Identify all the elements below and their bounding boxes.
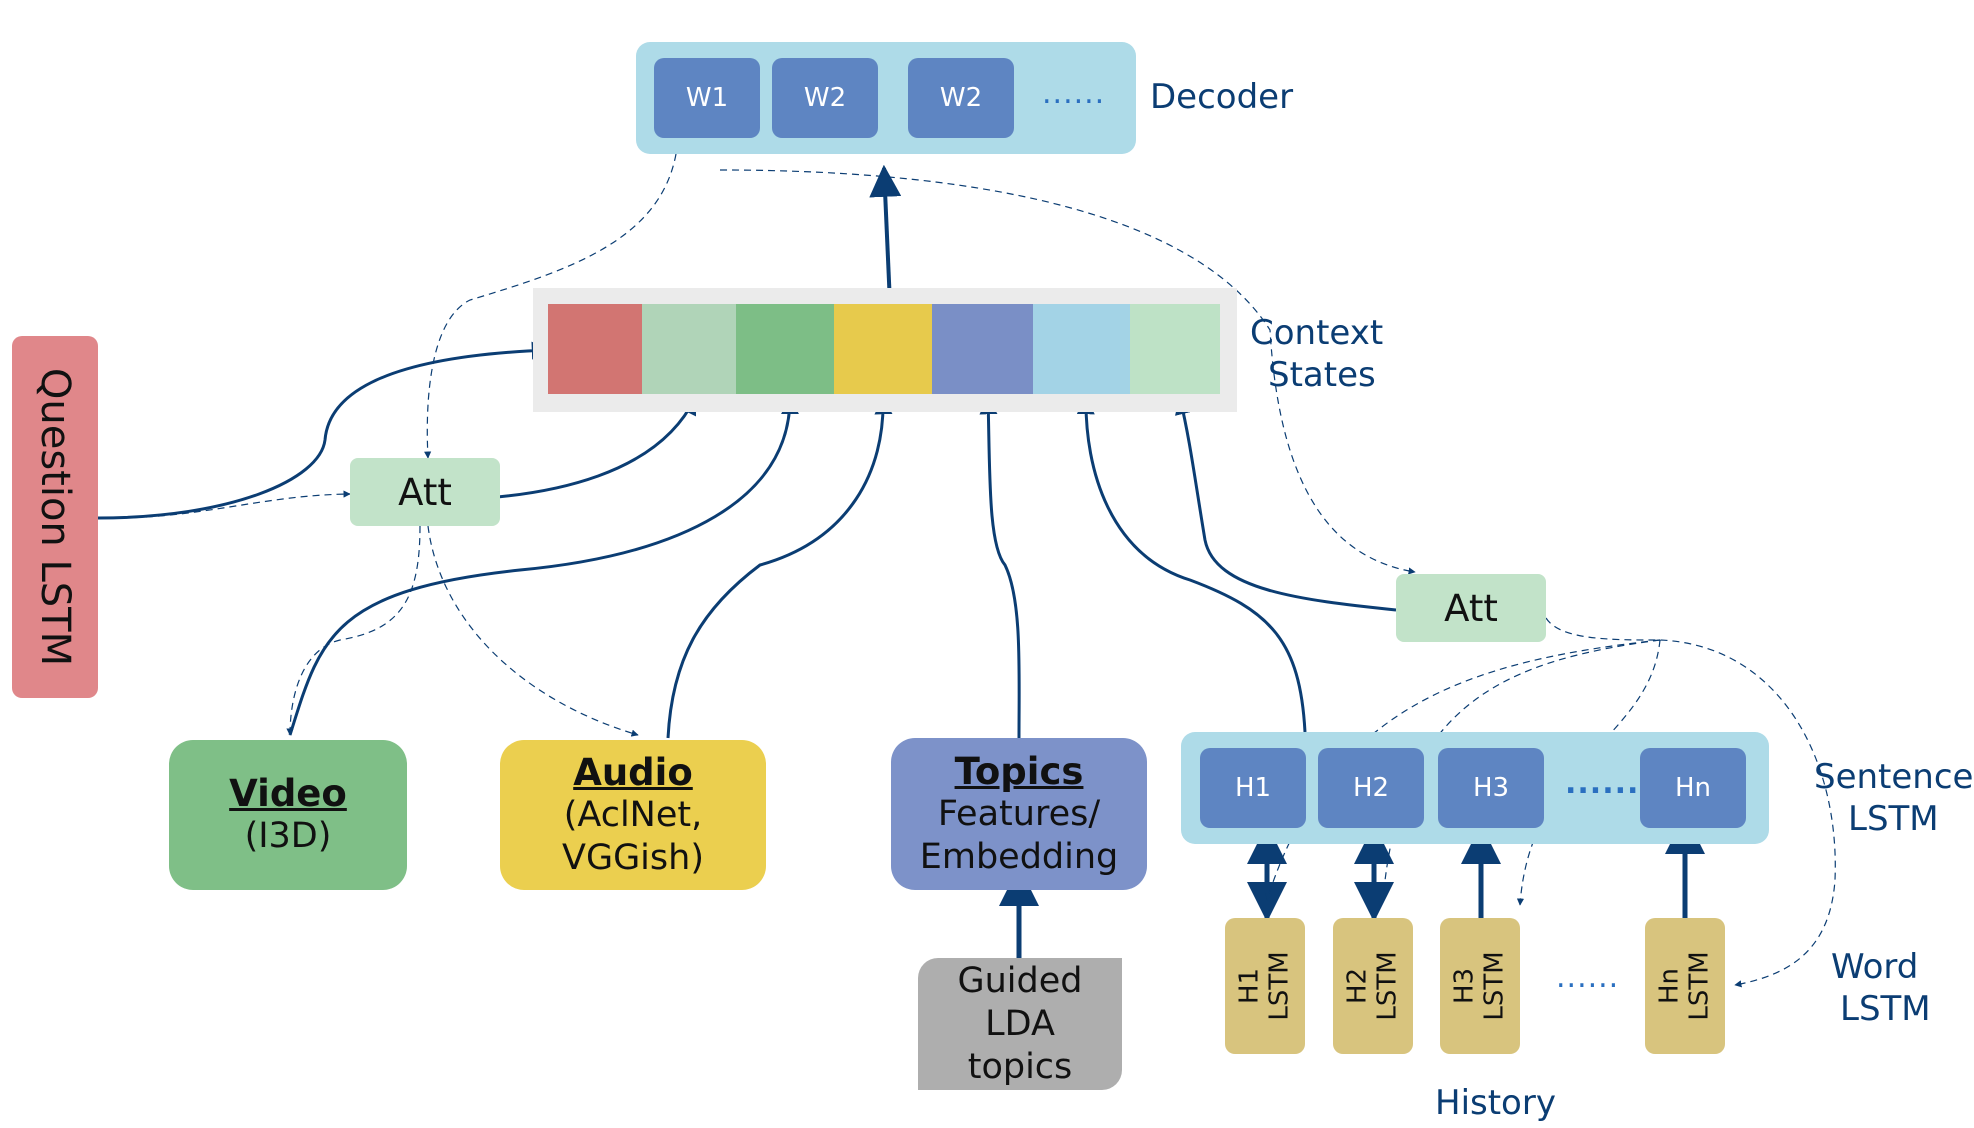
word-lstm-h2: H2 LSTM — [1333, 918, 1413, 1054]
word-lstm-label-line1: Word — [1831, 947, 1919, 987]
sentence-unit-hn: Hn — [1640, 748, 1746, 828]
audio-feature-box: Audio (AclNet, VGGish) — [500, 740, 766, 890]
audio-title: Audio — [573, 750, 693, 794]
word-lstm-hn: Hn LSTM — [1645, 918, 1725, 1054]
context-states-label-line2: States — [1268, 355, 1376, 395]
word-lstm-h2-label: H2 LSTM — [1343, 951, 1403, 1020]
lda-line3: topics — [967, 1046, 1073, 1087]
word-lstm-h3: H3 LSTM — [1440, 918, 1520, 1054]
context-cell-history — [1033, 304, 1130, 394]
history-label: History — [1435, 1083, 1556, 1123]
left-attention-box: Att — [350, 458, 500, 526]
guided-lda-box: Guided LDA topics — [918, 958, 1122, 1090]
lda-line2: LDA — [985, 1003, 1055, 1044]
word-lstm-hn-line1: Hn — [1655, 967, 1685, 1005]
audio-line1: (AclNet, — [563, 794, 703, 835]
lda-line1: Guided — [957, 960, 1083, 1001]
word-lstm-label-line2: LSTM — [1840, 989, 1931, 1029]
decoder-ellipsis: ...... — [1042, 76, 1106, 111]
context-cell-history-attention — [1130, 304, 1220, 394]
context-cell-video — [736, 304, 834, 394]
question-lstm-box: Question LSTM — [12, 336, 98, 698]
question-to-att-dashed — [97, 490, 351, 519]
att-right-to-context-arrow — [1174, 396, 1397, 612]
decoder-word-w1: W1 — [654, 58, 760, 138]
word-lstm-h1-line2: LSTM — [1265, 951, 1295, 1021]
word-lstm-h3-line2: LSTM — [1480, 951, 1510, 1021]
word-lstm-h2-line2: LSTM — [1373, 951, 1403, 1021]
topics-line1: Features/ — [937, 793, 1101, 834]
topics-line2: Embedding — [919, 836, 1119, 877]
word-lstm-h3-label: H3 LSTM — [1450, 951, 1510, 1020]
video-title: Video — [229, 772, 347, 815]
audio-to-context-arrow — [666, 396, 893, 739]
question-to-context-arrow — [97, 341, 550, 520]
sentence-to-context-arrow — [1076, 396, 1307, 733]
att-to-audio-dashed — [427, 525, 639, 737]
video-feature-box: Video (I3D) — [169, 740, 407, 890]
word-lstm-h1-line1: H1 — [1235, 967, 1265, 1005]
right-attention-box: Att — [1396, 574, 1546, 642]
audio-line2: VGGish) — [562, 837, 704, 878]
decoder-word-w2-second: W2 — [908, 58, 1014, 138]
topics-to-context-arrow — [979, 396, 1021, 739]
sentence-lstm-label-line2: LSTM — [1848, 799, 1939, 839]
context-cell-question — [548, 304, 642, 394]
word-lstm-h3-line1: H3 — [1450, 967, 1480, 1005]
context-to-decoder-arrow — [869, 164, 902, 305]
word-lstm-h1: H1 LSTM — [1225, 918, 1305, 1054]
word-lstm-hn-label: Hn LSTM — [1655, 951, 1715, 1020]
word-lstm-h2-line1: H2 — [1343, 967, 1373, 1005]
context-cell-audio — [834, 304, 932, 394]
word-lstm-h1-label: H1 LSTM — [1235, 951, 1295, 1020]
context-cell-attention — [642, 304, 736, 394]
att-to-video-dashed — [286, 525, 421, 736]
topics-feature-box: Topics Features/ Embedding — [891, 738, 1147, 890]
video-to-context-arrow — [288, 396, 799, 736]
word-lstm-ellipsis: ...... — [1556, 960, 1620, 995]
decoder-label: Decoder — [1150, 77, 1294, 117]
topics-title: Topics — [954, 749, 1084, 793]
sentence-unit-h1: H1 — [1200, 748, 1306, 828]
context-cell-topics — [932, 304, 1033, 394]
decoder-word-w2: W2 — [772, 58, 878, 138]
sentence-ellipsis: ....... — [1565, 766, 1652, 801]
word-lstm-hn-line2: LSTM — [1685, 951, 1715, 1021]
sentence-unit-h3: H3 — [1438, 748, 1544, 828]
question-lstm-label: Question LSTM — [32, 367, 78, 667]
sentence-unit-h2: H2 — [1318, 748, 1424, 828]
sentence-lstm-label-line1: Sentence — [1814, 757, 1974, 797]
context-states-label-line1: Context — [1250, 313, 1384, 353]
decoder-to-att-dashed — [424, 153, 677, 459]
video-subtitle: (I3D) — [244, 816, 332, 856]
